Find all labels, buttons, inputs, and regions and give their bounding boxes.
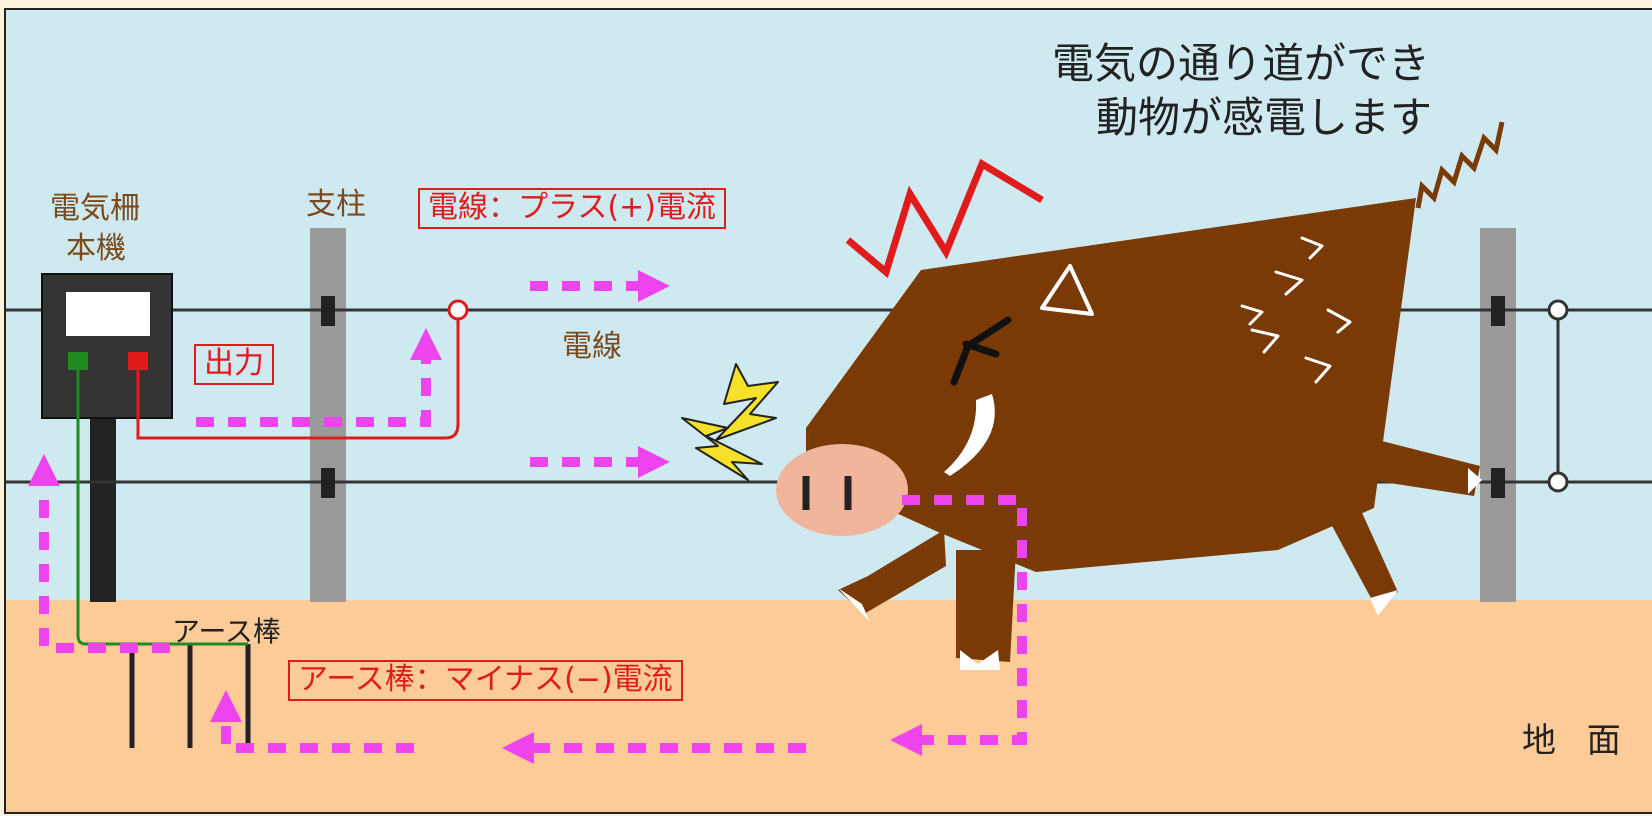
boar-tail	[1415, 121, 1505, 209]
current-arrow-return	[27, 453, 170, 653]
boar-body	[806, 198, 1416, 572]
current-arrow-through-boar	[889, 495, 1027, 757]
insulator	[321, 468, 335, 498]
insulator	[1491, 296, 1505, 326]
ground-label: 地 面	[1522, 721, 1631, 761]
insulator	[1491, 468, 1505, 498]
wire-current-label: 電線：プラス(+)電流	[418, 188, 726, 229]
fence-post-right	[1480, 228, 1516, 602]
boar-hoof	[1468, 468, 1482, 494]
earth-rod-label: アース棒	[172, 615, 281, 648]
ground-area	[6, 600, 1652, 812]
lightning-bolt-front	[681, 417, 763, 481]
boar-hoof	[960, 650, 1000, 670]
wire-label: 電線	[562, 329, 622, 364]
boar-mid-leg	[956, 550, 1016, 662]
unit-pole	[90, 408, 116, 602]
caption-line-1: 電気の通り道ができ	[1052, 39, 1431, 88]
current-arrow-output	[196, 327, 443, 427]
energizer-label-line-2: 本機	[66, 231, 126, 266]
output-wire	[136, 319, 460, 440]
boar-front-leg	[838, 530, 946, 614]
energizer-label-line-1: 電気柵	[50, 191, 140, 226]
caption-line-2: 動物が感電します	[1096, 93, 1433, 142]
lightning-icon	[681, 363, 779, 481]
diagram-frame: 電気の通り道ができ 動物が感電します 電気柵 本機 支柱 電線：プラス(+)電流…	[4, 8, 1652, 814]
boar-snout	[776, 444, 908, 536]
minus-terminal	[68, 352, 88, 370]
current-flow	[27, 269, 1027, 765]
shock-zigzag-icon	[845, 158, 1044, 279]
boar-eye	[950, 316, 1012, 386]
boar-fur-marks	[1240, 236, 1352, 384]
wire-connection-node	[1547, 471, 1569, 493]
boar-tusk	[944, 394, 995, 476]
boar-hoof	[1370, 590, 1398, 616]
boar-illustration	[776, 121, 1505, 670]
fence-post-left	[310, 228, 346, 602]
boar-back-leg	[1370, 440, 1480, 496]
boar-ear	[1040, 264, 1094, 316]
wire-connection-node	[447, 299, 469, 321]
plus-terminal	[128, 352, 148, 370]
boar-hoof	[838, 588, 870, 622]
earth-wire	[76, 370, 248, 646]
post-label: 支柱	[306, 187, 366, 222]
wire-connection-node	[1547, 299, 1569, 321]
energizer-display	[66, 292, 150, 336]
earth-current-label: アース棒：マイナス(−)電流	[288, 660, 683, 701]
output-label: 出力	[194, 344, 274, 385]
insulator	[321, 296, 335, 326]
lightning-bolt-back	[715, 363, 779, 441]
diagram-canvas	[6, 121, 1652, 812]
